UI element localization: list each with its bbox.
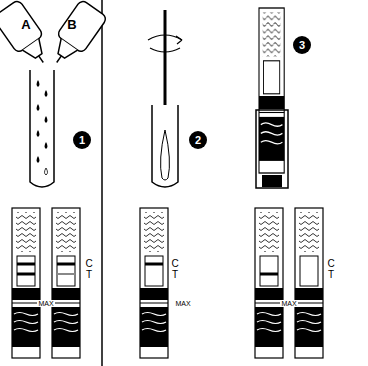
line-label: C bbox=[85, 259, 92, 269]
step-number: 2 bbox=[195, 135, 201, 146]
max-label: MAX bbox=[37, 300, 54, 307]
max-label: MAX bbox=[280, 300, 297, 307]
line-label: C bbox=[327, 259, 334, 269]
max-label: MAX bbox=[174, 300, 191, 307]
step-number: 3 bbox=[299, 40, 305, 51]
line-label: T bbox=[328, 270, 334, 280]
line-label: C bbox=[171, 259, 178, 269]
bottle-label: B bbox=[67, 18, 76, 31]
step-number: 1 bbox=[79, 135, 85, 146]
line-label: T bbox=[172, 270, 178, 280]
bottle-label: A bbox=[21, 18, 30, 31]
line-label: T bbox=[86, 270, 92, 280]
